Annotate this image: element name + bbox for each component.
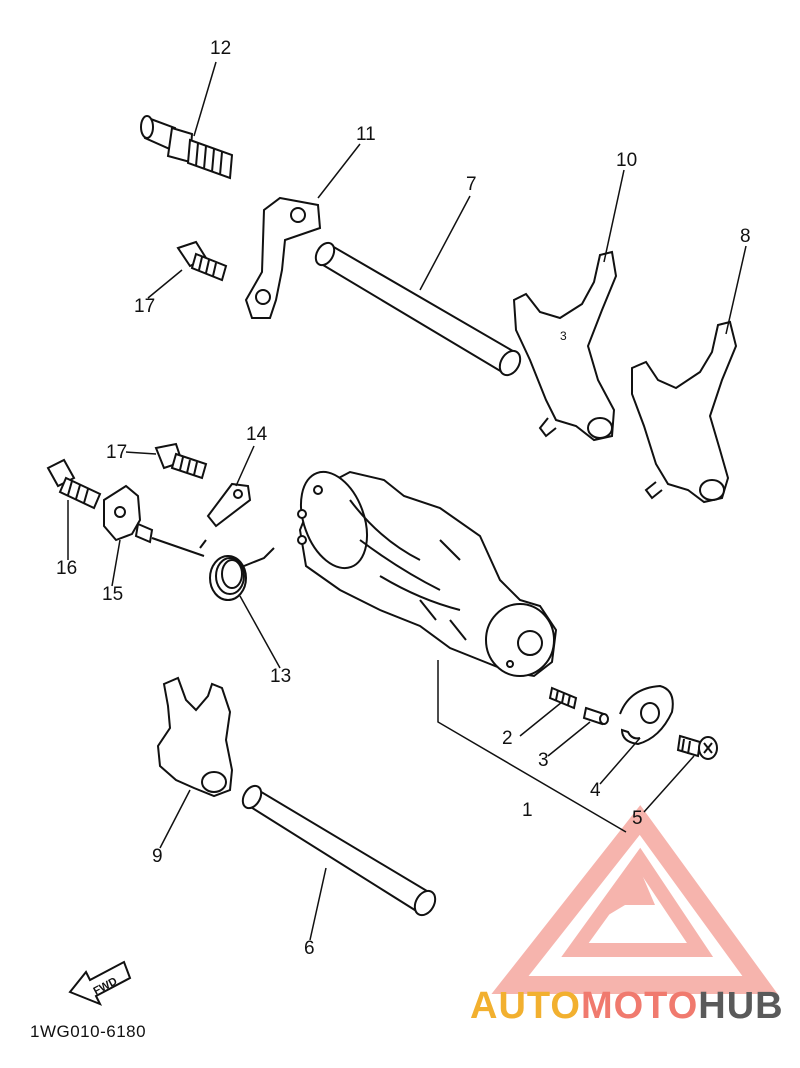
part-7-guide-bar [314, 241, 522, 377]
label-14: 14 [246, 424, 268, 445]
label-17-upper: 17 [134, 296, 155, 317]
part-10-shift-fork: 3 [512, 250, 618, 442]
part-17-bolt-upper [176, 240, 228, 282]
label-13: 13 [270, 666, 291, 687]
part-2-pin [548, 686, 578, 710]
part-14-stopper [206, 482, 252, 528]
svg-text:3: 3 [560, 329, 567, 343]
part-17-bolt-lower [154, 442, 208, 480]
part-3-pin [582, 706, 609, 726]
label-3: 3 [538, 750, 549, 771]
part-12-stud-bolt [140, 115, 234, 180]
part-9-shift-fork [156, 676, 234, 798]
label-8: 8 [740, 226, 751, 247]
part-1-shift-drum [297, 470, 558, 678]
label-4: 4 [590, 780, 601, 801]
label-10: 10 [616, 150, 637, 171]
logo-text-hub: HUB [698, 985, 783, 1027]
part-6-guide-bar [241, 784, 437, 917]
watermark-logo-mark [491, 805, 778, 994]
drawing-code: 1WG010-6180 [30, 1022, 146, 1041]
label-15: 15 [102, 584, 123, 605]
leader-lines [67, 61, 747, 941]
part-15-stopper-lever [103, 484, 154, 544]
part-13-torsion-spring [151, 537, 275, 601]
label-1: 1 [522, 800, 533, 821]
label-11: 11 [356, 124, 376, 145]
part-4-segment [619, 684, 674, 746]
part-11-stopper-plate [244, 196, 322, 319]
logo-text-auto: AUTO [470, 985, 581, 1027]
part-number-labels: 12 11 7 10 8 17 14 17 16 15 13 2 3 4 1 5… [56, 38, 751, 959]
label-12: 12 [210, 38, 231, 59]
svg-text:AUTOMOTOHUB: AUTOMOTOHUB [470, 985, 784, 1027]
label-7: 7 [466, 174, 477, 195]
label-2: 2 [502, 728, 513, 749]
watermark-logo-text: AUTOMOTOHUB [470, 985, 784, 1027]
label-5: 5 [632, 808, 643, 829]
label-16: 16 [56, 558, 77, 579]
fwd-arrow: FWD [68, 960, 132, 1006]
label-17-lower: 17 [106, 442, 127, 463]
label-9: 9 [152, 846, 163, 867]
part-5-screw [676, 734, 718, 760]
part-16-bolt [46, 458, 102, 510]
logo-text-moto: MOTO [581, 985, 698, 1027]
part-8-shift-fork [631, 320, 738, 504]
label-6: 6 [304, 938, 315, 959]
